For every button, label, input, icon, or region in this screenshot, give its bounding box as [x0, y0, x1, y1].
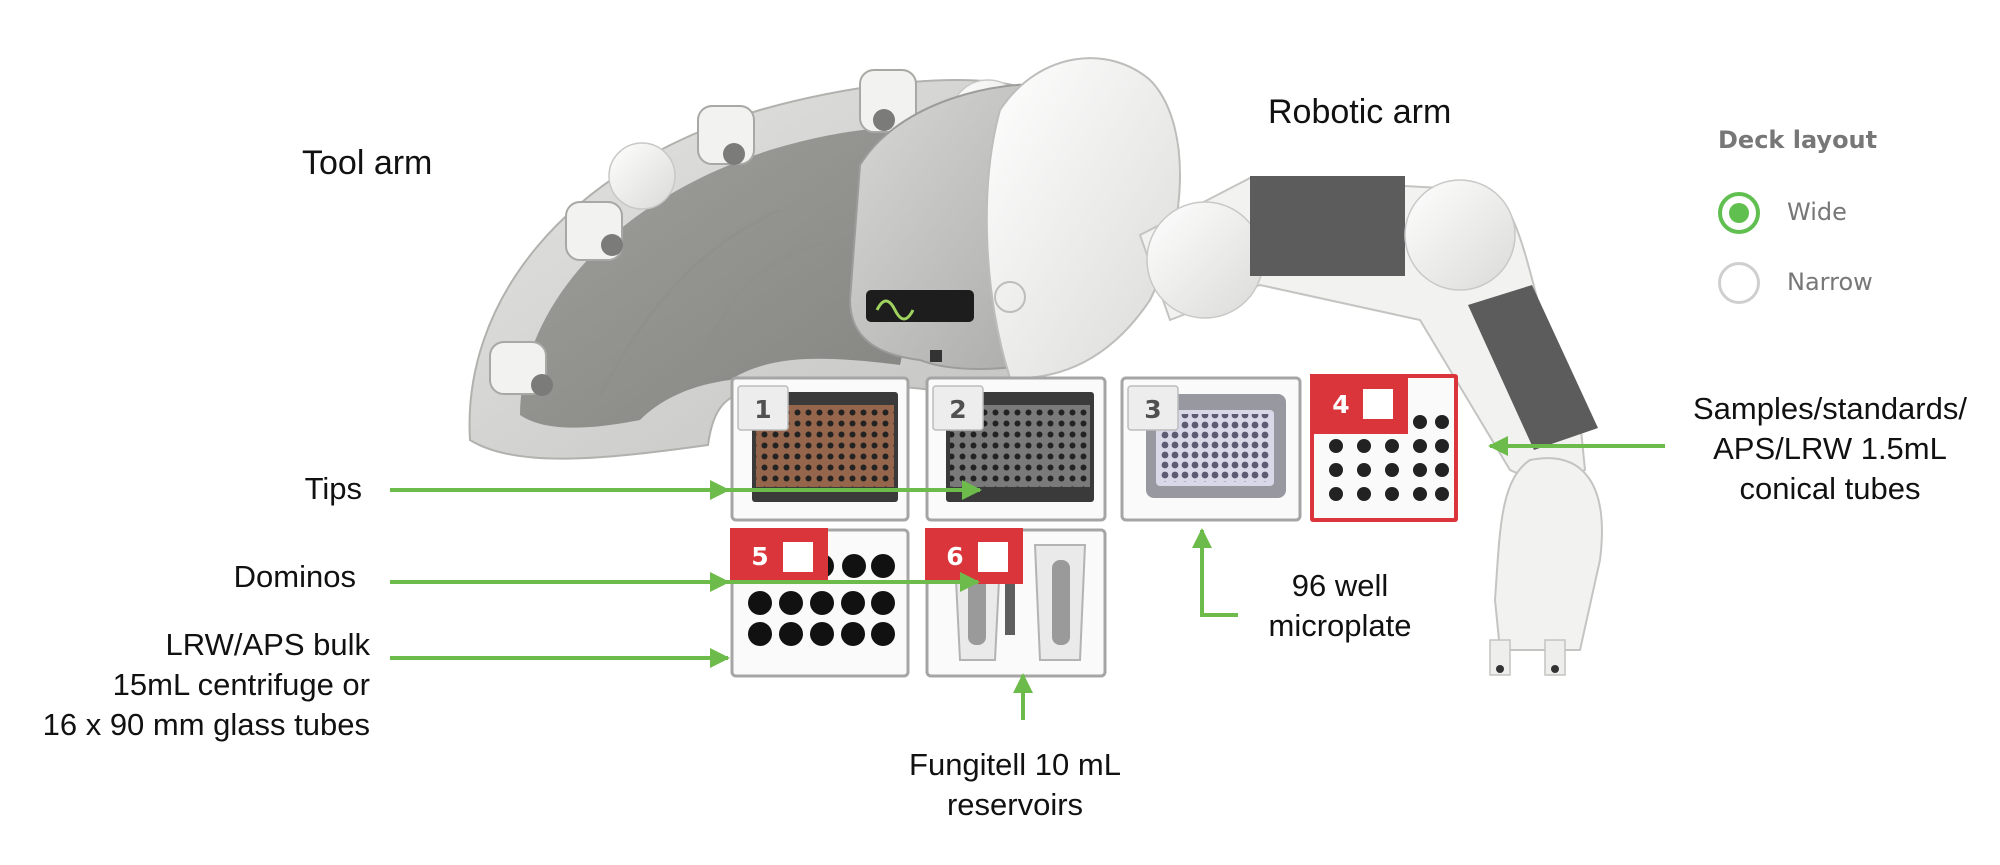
label-reservoirs-line-2: reservoirs: [946, 787, 1084, 822]
label-dominos: Dominos: [233, 559, 356, 594]
slot-3-number: 3: [1144, 395, 1161, 424]
slot-6-number: 6: [946, 542, 963, 571]
deck-slot-6[interactable]: 6: [925, 528, 1107, 678]
label-reservoirs-line-1: Fungitell 10 mL: [909, 747, 1121, 782]
label-tool-arm: Tool arm: [302, 144, 433, 182]
label-lrw-bulk-line-3: 16 x 90 mm glass tubes: [42, 707, 370, 742]
slot-2-number: 2: [949, 395, 966, 424]
label-lrw-bulk-line-1: LRW/APS bulk: [165, 627, 370, 662]
label-samples-line-1: Samples/standards/: [1693, 391, 1967, 426]
label-tips: Tips: [304, 471, 362, 506]
deck-layout-option-wide[interactable]: Wide: [1718, 192, 1938, 242]
label-microplate: 96 well microplate: [1240, 566, 1440, 646]
deck-layout-option-narrow[interactable]: Narrow: [1718, 262, 1938, 312]
radio-narrow-label: Narrow: [1787, 268, 1873, 296]
deck-slot-3[interactable]: 3: [1120, 376, 1302, 522]
slot-1-number: 1: [754, 395, 771, 424]
label-microplate-line-2: microplate: [1268, 608, 1412, 643]
robotic-arm-graphic: [1138, 176, 1603, 676]
slot-4-number: 4: [1332, 390, 1349, 419]
label-lrw-bulk: LRW/APS bulk 15mL centrifuge or 16 x 90 …: [10, 625, 370, 745]
label-lrw-bulk-line-2: 15mL centrifuge or: [112, 667, 370, 702]
callout-arrows: [390, 436, 1665, 720]
label-microplate-line-1: 96 well: [1291, 568, 1389, 603]
radio-narrow[interactable]: [1718, 262, 1760, 304]
label-samples: Samples/standards/ APS/LRW 1.5mL conical…: [1680, 389, 1980, 509]
label-samples-line-2: APS/LRW 1.5mL: [1713, 431, 1947, 466]
label-robotic-arm: Robotic arm: [1268, 93, 1452, 131]
microplate-arrow: [1192, 528, 1238, 617]
label-samples-line-3: conical tubes: [1739, 471, 1921, 506]
radio-wide-label: Wide: [1787, 198, 1847, 226]
deck-slot-1[interactable]: 1: [730, 376, 910, 522]
label-reservoirs: Fungitell 10 mL reservoirs: [880, 745, 1150, 825]
deck-layout-title: Deck layout: [1718, 126, 1878, 154]
slot-5-number: 5: [751, 542, 768, 571]
deck-layout-panel: Deck layout Wide Narrow: [1718, 126, 1958, 326]
deck-slot-4[interactable]: 4: [1310, 374, 1458, 522]
robot-shoulder-graphic: [985, 57, 1181, 380]
deck-slot-2[interactable]: 2: [925, 376, 1107, 522]
deck-slot-5[interactable]: 5: [730, 528, 910, 678]
radio-wide[interactable]: [1718, 192, 1760, 234]
